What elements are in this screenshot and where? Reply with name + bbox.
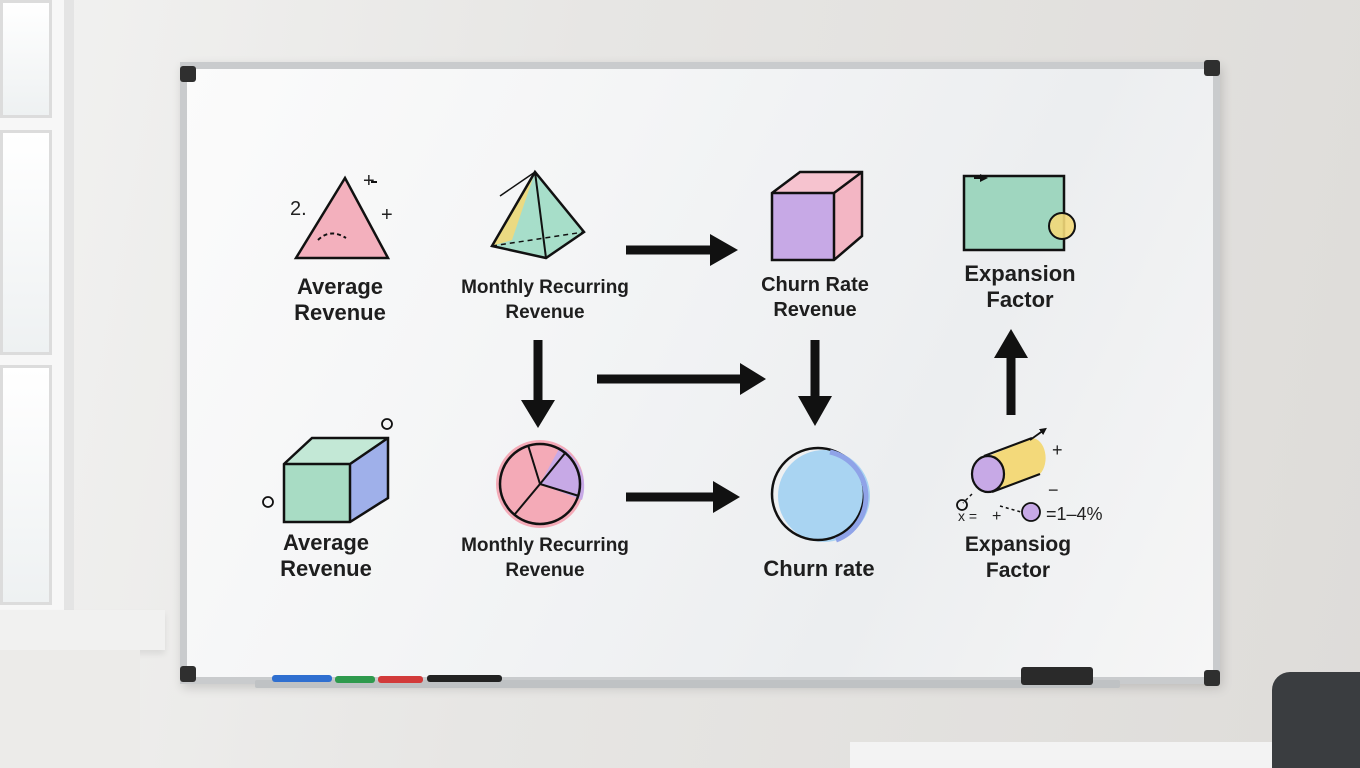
arrow-right-icon bbox=[626, 481, 740, 513]
node-label-expansion-factor: Expansion Factor bbox=[964, 261, 1076, 312]
cube-icon bbox=[770, 170, 864, 262]
marker-tray bbox=[255, 680, 1120, 688]
board-corner bbox=[180, 666, 196, 682]
plus-sign: + bbox=[363, 170, 375, 192]
plus-sign: + bbox=[992, 508, 1002, 525]
board-corner bbox=[1204, 670, 1220, 686]
blue-marker[interactable] bbox=[272, 675, 332, 682]
node-label-average-revenue: Average Revenue bbox=[294, 274, 386, 325]
triangle-number: 2. bbox=[290, 198, 307, 220]
board-eraser[interactable] bbox=[1021, 667, 1093, 685]
board-corner bbox=[1204, 60, 1220, 76]
plus-sign: + bbox=[381, 204, 393, 226]
arrow-up-icon bbox=[994, 329, 1028, 415]
box-icon bbox=[262, 418, 393, 524]
formula-right: =1–4% bbox=[1046, 504, 1103, 524]
square-icon bbox=[962, 174, 1076, 252]
arrow-down-icon bbox=[798, 340, 832, 426]
window-pane bbox=[0, 130, 52, 355]
plus-sign: + bbox=[1052, 440, 1063, 460]
pie-icon bbox=[496, 440, 585, 528]
arrow-down-icon bbox=[521, 340, 555, 428]
circle-icon bbox=[770, 446, 870, 543]
window bbox=[0, 0, 74, 630]
board-corner bbox=[180, 66, 196, 82]
node-label-monthly-recurring-revenue: Monthly Recurring Revenue bbox=[461, 277, 629, 323]
black-marker[interactable] bbox=[427, 675, 502, 682]
node-label-average-revenue: Average Revenue bbox=[280, 530, 372, 581]
node-label-monthly-recurring-revenue: Monthly Recurring Revenue bbox=[461, 535, 629, 581]
pyramid-icon bbox=[490, 169, 586, 260]
arrow-right-icon bbox=[597, 363, 766, 395]
cylinder-icon bbox=[956, 427, 1047, 522]
window-sill bbox=[0, 610, 165, 650]
green-marker[interactable] bbox=[335, 676, 375, 683]
red-marker[interactable] bbox=[378, 676, 423, 683]
radiator bbox=[0, 650, 140, 768]
whiteboard bbox=[180, 62, 1220, 684]
window-pane bbox=[0, 0, 52, 118]
minus-sign: − bbox=[1048, 480, 1059, 500]
node-label-churn-rate: Churn rate bbox=[763, 556, 875, 581]
node-label-churn-rate-revenue: Churn Rate Revenue bbox=[761, 274, 869, 321]
node-label-expansion-factor: Expansiog Factor bbox=[964, 533, 1072, 582]
window-pane bbox=[0, 365, 52, 605]
formula-left: x = bbox=[958, 508, 978, 524]
chair bbox=[1272, 672, 1360, 768]
arrow-right-icon bbox=[626, 234, 738, 266]
triangle-icon bbox=[293, 175, 391, 260]
